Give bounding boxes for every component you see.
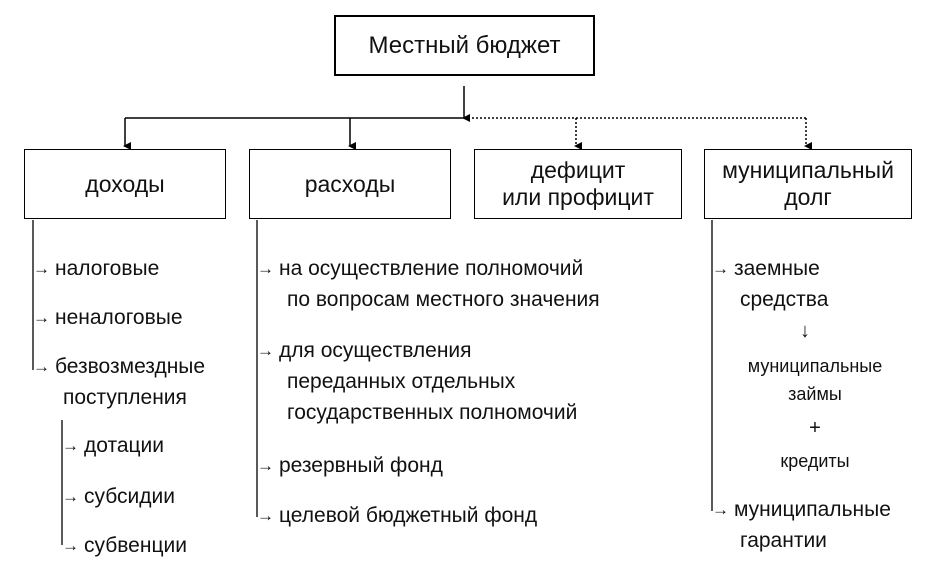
category-expenses-label: расходы bbox=[304, 170, 396, 197]
income-item: →безвозмездные поступления bbox=[33, 351, 205, 413]
arrow-icon: → bbox=[62, 487, 79, 506]
income-subitem: →субвенции bbox=[62, 530, 187, 561]
category-debt-box: муниципальный долг bbox=[704, 149, 912, 219]
arrow-icon: → bbox=[33, 259, 50, 278]
debt-credits-label: кредиты bbox=[780, 451, 850, 471]
root-label: Местный бюджет bbox=[368, 32, 561, 59]
arrow-icon: → bbox=[62, 536, 79, 555]
arrow-icon: → bbox=[257, 506, 274, 525]
category-income-label: доходы bbox=[85, 170, 165, 197]
arrow-icon: → bbox=[712, 259, 729, 278]
category-deficit-box: дефицит или профицит bbox=[474, 149, 682, 219]
debt-guarantees-item: →муниципальные гарантии bbox=[712, 494, 891, 556]
down-arrow-icon: ↓ bbox=[800, 320, 810, 342]
expenses-item: →целевой бюджетный фонд bbox=[257, 500, 537, 531]
arrow-icon: → bbox=[257, 341, 274, 360]
income-subitem: →субсидии bbox=[62, 481, 175, 512]
expenses-item: →резервный фонд bbox=[257, 450, 443, 481]
arrow-icon: → bbox=[712, 500, 729, 519]
arrow-icon: → bbox=[62, 436, 79, 455]
category-deficit-label-1: дефицит bbox=[530, 157, 626, 183]
debt-plus-sign: + bbox=[809, 417, 821, 439]
arrow-icon: → bbox=[33, 308, 50, 327]
expenses-item: →для осуществления переданных отдельных … bbox=[257, 335, 577, 428]
category-debt-label-1: муниципальный bbox=[722, 157, 894, 183]
income-item: →неналоговые bbox=[33, 302, 183, 333]
category-deficit-label-2: или профицит bbox=[502, 184, 654, 210]
income-item: →налоговые bbox=[33, 253, 159, 284]
arrow-icon: → bbox=[257, 456, 274, 475]
category-expenses-box: расходы bbox=[249, 149, 451, 219]
debt-loans-label: муниципальные займы bbox=[747, 356, 883, 404]
arrow-icon: → bbox=[33, 357, 50, 376]
expenses-item: →на осуществление полномочий по вопросам… bbox=[257, 253, 600, 315]
debt-borrowed-item: →заемные средства bbox=[712, 253, 828, 315]
arrow-icon: → bbox=[257, 259, 274, 278]
category-debt-label-2: долг bbox=[784, 184, 832, 210]
root-box: Местный бюджет bbox=[334, 15, 595, 76]
category-income-box: доходы bbox=[24, 149, 226, 219]
income-subitem: →дотации bbox=[62, 430, 164, 461]
